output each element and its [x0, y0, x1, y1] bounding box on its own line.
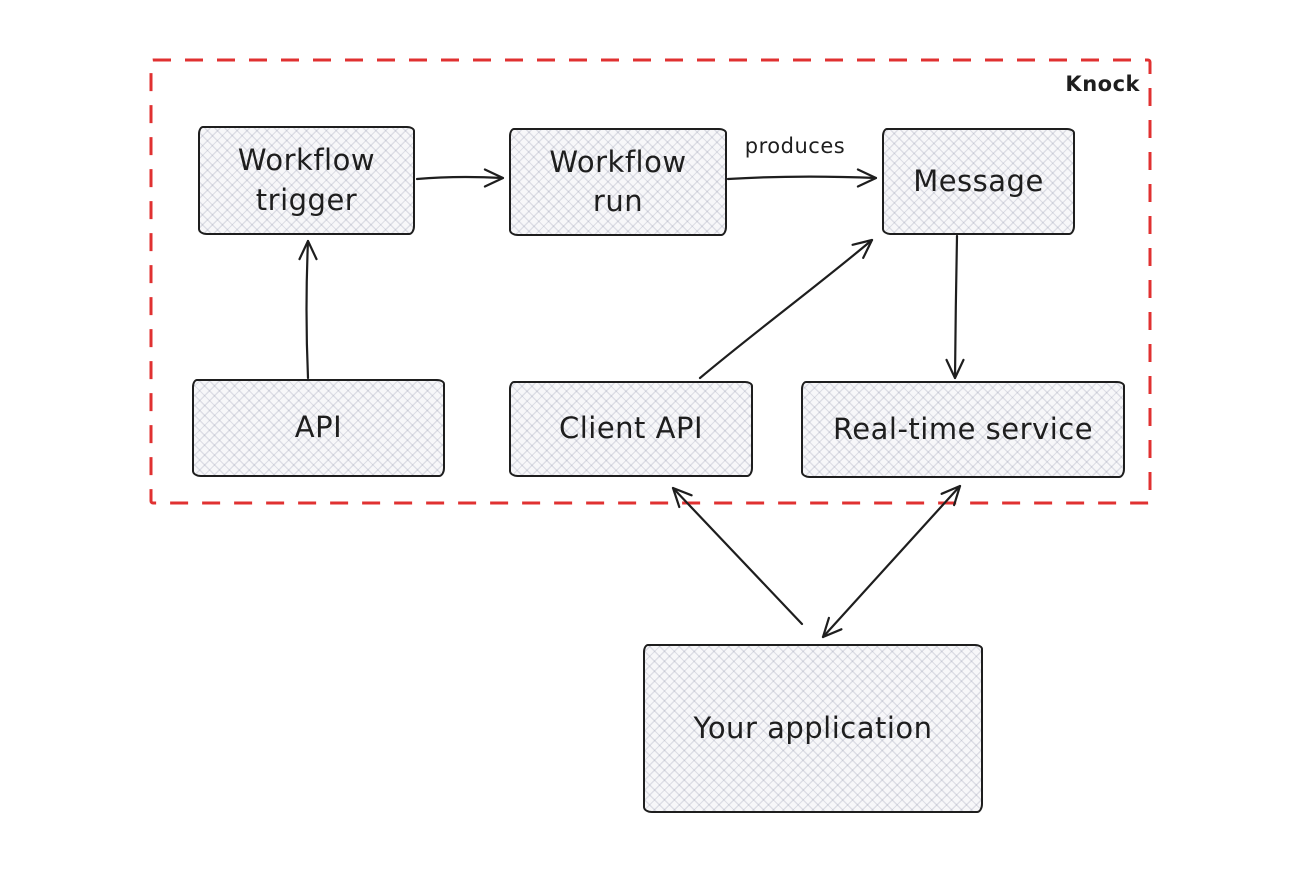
node-realtime-service: Real-time service — [801, 381, 1125, 478]
arrow-your-application-to-realtime-service — [821, 484, 962, 639]
knock-label: Knock — [1065, 72, 1140, 96]
knock-boundary — [149, 58, 1152, 505]
node-client-api: Client API — [509, 381, 753, 477]
node-api-label: API — [294, 410, 343, 445]
node-workflow-run-label: Workflow run — [549, 144, 687, 218]
node-your-application: Your application — [643, 644, 983, 813]
arrow-api-to-workflow-trigger — [298, 239, 318, 380]
arrow-workflow-trigger-to-workflow-run — [415, 168, 505, 188]
node-realtime-service-label: Real-time service — [832, 411, 1094, 446]
arrow-client-api-to-message — [698, 238, 874, 380]
node-api: API — [192, 379, 445, 477]
node-message: Message — [882, 128, 1075, 235]
node-workflow-trigger-label: Workflow trigger — [237, 143, 376, 217]
node-your-application-label: Your application — [693, 710, 933, 745]
node-workflow-trigger: Workflow trigger — [198, 126, 415, 235]
arrow-your-application-to-client-api — [671, 486, 804, 626]
arrow-workflow-run-to-message — [726, 168, 878, 188]
node-message-label: Message — [913, 163, 1044, 198]
node-client-api-label: Client API — [558, 411, 704, 446]
node-workflow-run: Workflow run — [509, 128, 727, 236]
edge-label-produces: produces — [744, 134, 846, 158]
arrow-message-to-realtime-service — [945, 234, 965, 380]
